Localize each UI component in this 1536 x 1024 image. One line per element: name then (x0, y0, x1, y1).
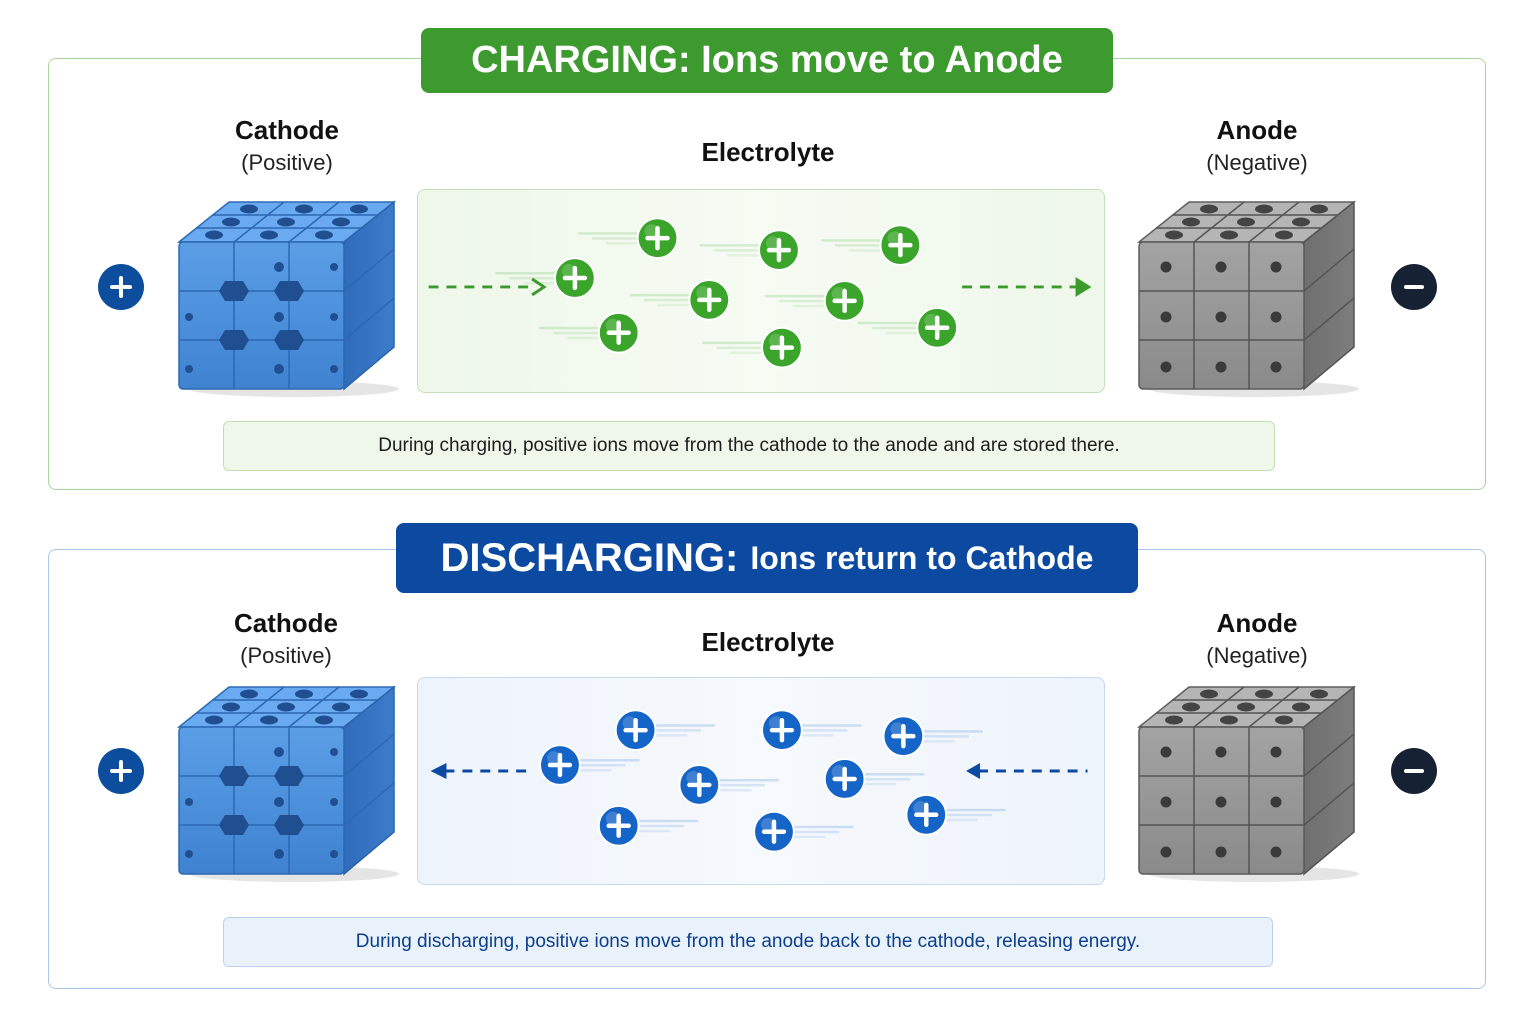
anode-name: Anode (1216, 608, 1298, 638)
discharging-electrolyte-region (417, 677, 1105, 885)
charging-title-banner: CHARGING: Ions move to Anode (421, 28, 1113, 93)
charging-caption: During charging, positive ions move from… (223, 421, 1275, 471)
cathode-lattice-block (178, 201, 399, 397)
discharging-title-banner: DISCHARGING: Ions return to Cathode (396, 523, 1138, 593)
charging-anode-label: Anode (Negative) (1147, 115, 1367, 176)
anode-lattice-block (1138, 201, 1359, 397)
anode-name: Anode (1216, 115, 1298, 145)
cathode-polarity: (Positive) (241, 150, 333, 175)
discharging-panel: DISCHARGING: Ions return to Cathode Cath… (48, 523, 1486, 989)
discharging-cathode-label: Cathode (Positive) (176, 608, 396, 669)
positive-terminal-icon (98, 748, 144, 794)
cathode-name: Cathode (234, 608, 338, 638)
anode-polarity: (Negative) (1206, 150, 1308, 175)
charging-caption-text: During charging, positive ions move from… (378, 435, 1120, 456)
discharging-caption: During discharging, positive ions move f… (223, 917, 1273, 967)
charging-electrolyte-label: Electrolyte (701, 137, 835, 167)
discharging-title-main: DISCHARGING: (440, 535, 739, 580)
cathode-name: Cathode (235, 115, 339, 145)
cathode-lattice-block (178, 686, 399, 882)
anode-lattice-block (1138, 686, 1359, 882)
charging-cathode-label: Cathode (Positive) (177, 115, 397, 176)
charging-panel: CHARGING: Ions move to Anode Cathode (Po… (48, 28, 1486, 490)
charging-electrolyte-region (417, 189, 1105, 393)
negative-terminal-icon (1391, 748, 1437, 794)
positive-terminal-icon (98, 264, 144, 310)
discharging-electrolyte-label: Electrolyte (701, 627, 835, 657)
discharging-anode-label: Anode (Negative) (1147, 608, 1367, 669)
charging-title: CHARGING: Ions move to Anode (471, 39, 1063, 81)
anode-polarity: (Negative) (1206, 643, 1308, 668)
discharging-caption-text: During discharging, positive ions move f… (355, 931, 1141, 952)
negative-terminal-icon (1391, 264, 1437, 310)
discharging-title-sub: Ions return to Cathode (750, 539, 1094, 576)
cathode-polarity: (Positive) (240, 643, 332, 668)
